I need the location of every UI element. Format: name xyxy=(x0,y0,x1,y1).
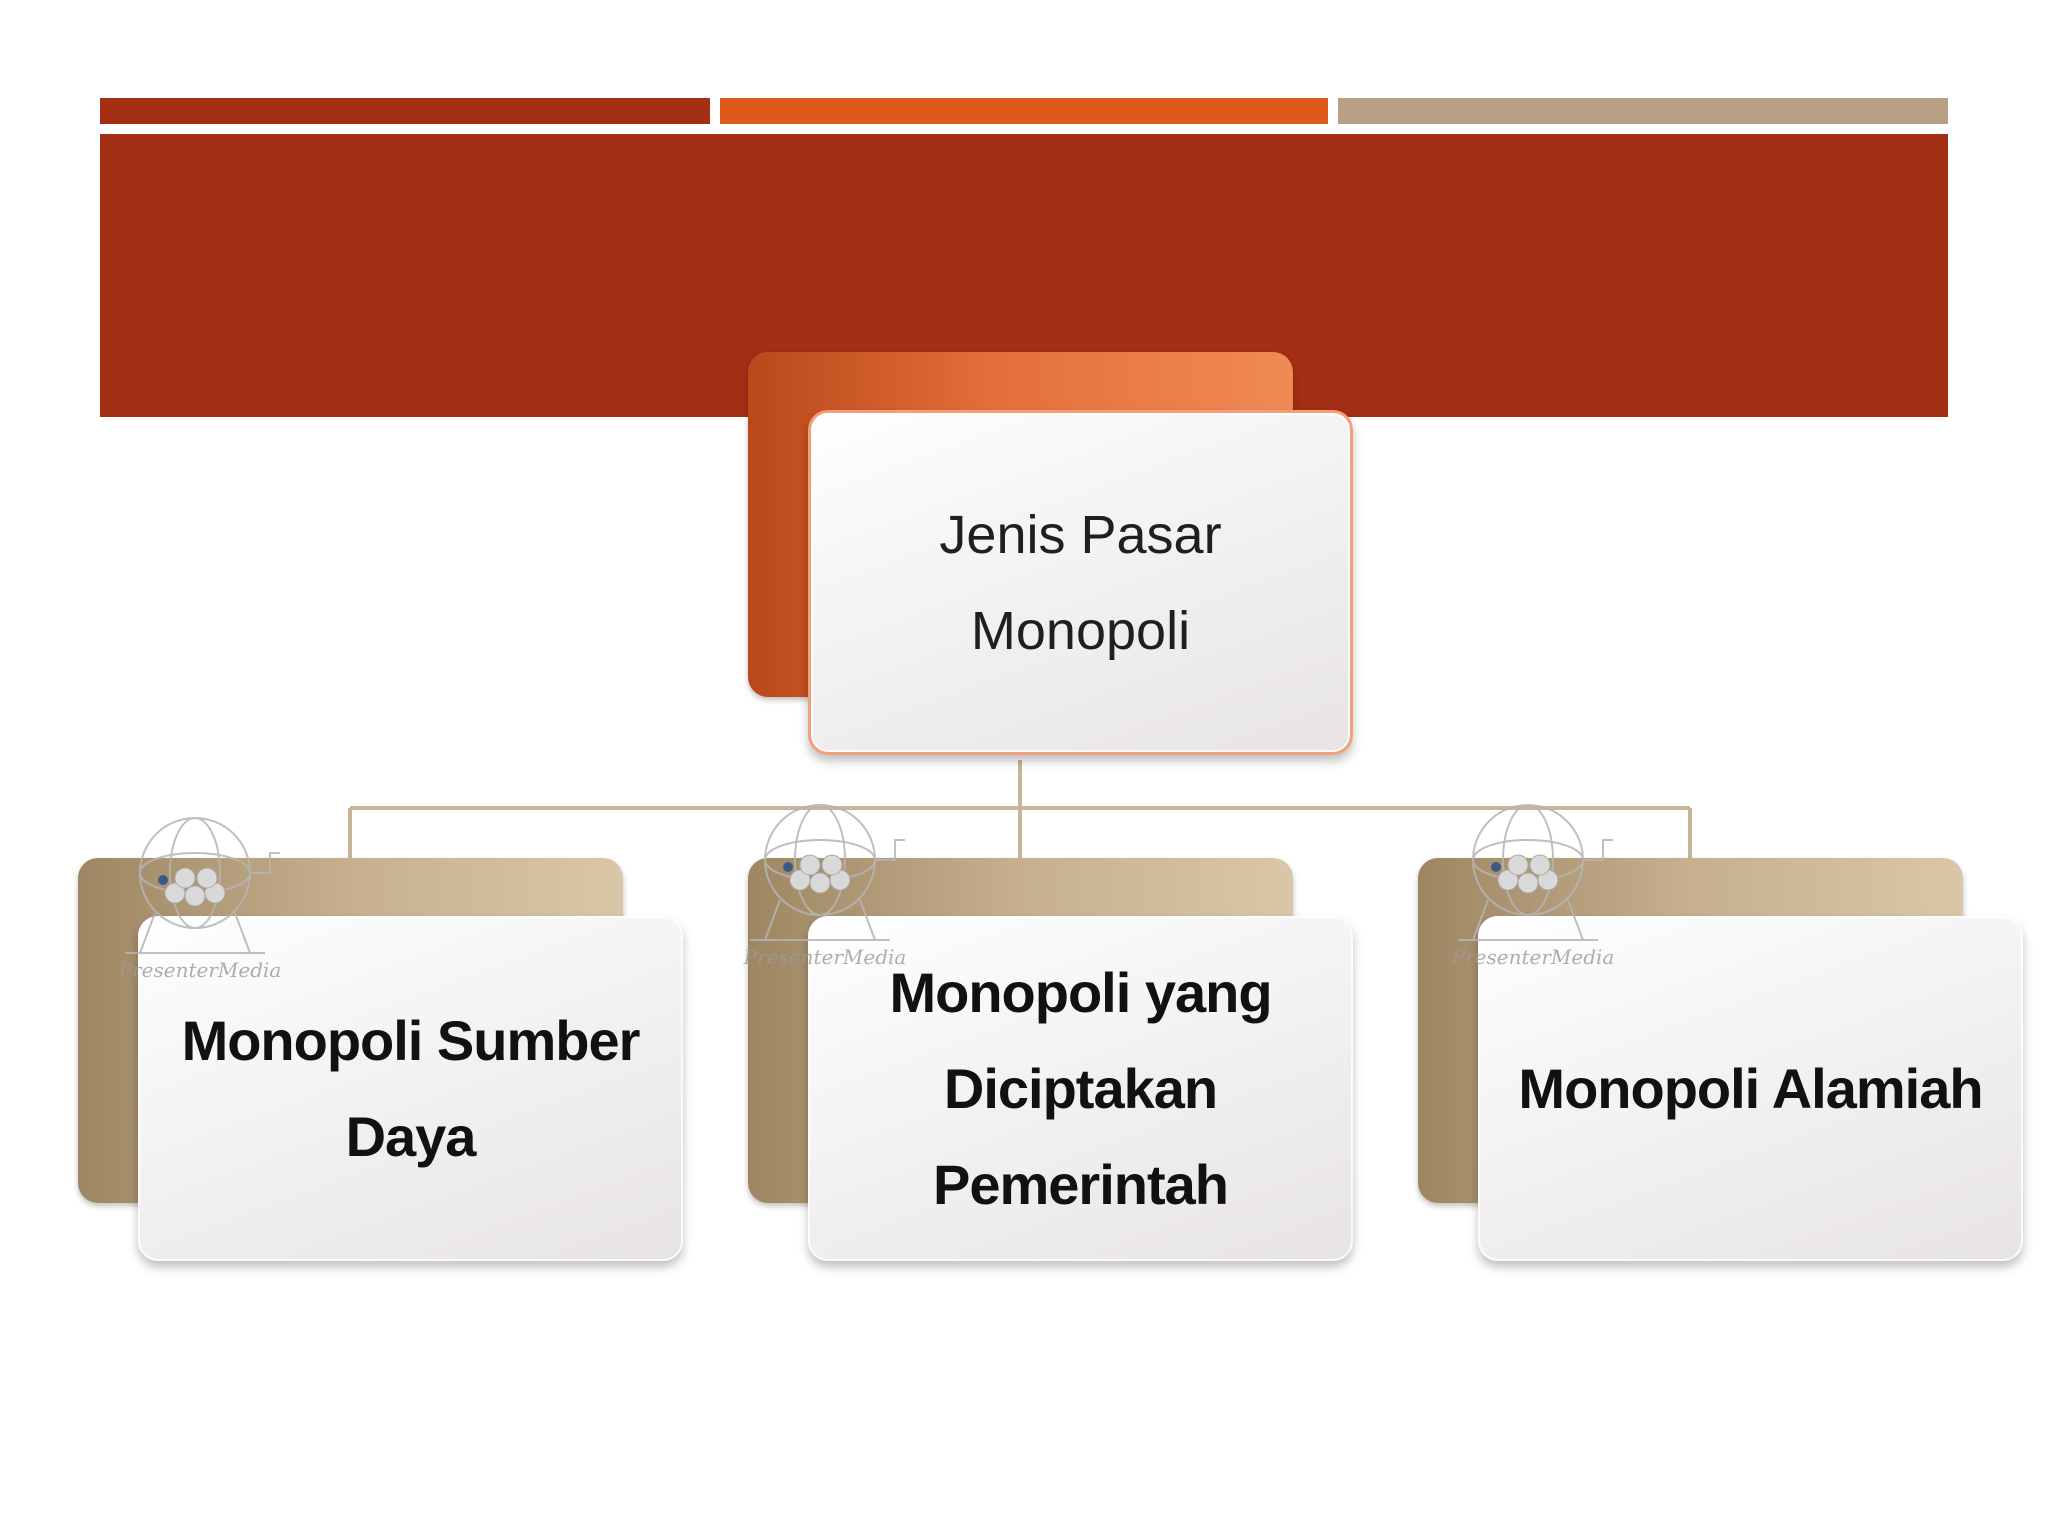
watermark-text: PresenterMedia xyxy=(743,945,907,969)
child-label-line: Pemerintah xyxy=(933,1152,1229,1216)
child-label-line: Daya xyxy=(345,1104,477,1168)
root-label-line: Monopoli xyxy=(970,600,1191,661)
watermark-bingo-cage-icon: PresenterMedia xyxy=(1448,795,1618,970)
child-label-line: Monopoli Alamiah xyxy=(1518,1056,1983,1120)
header-stripe-red xyxy=(100,98,710,124)
header-stripe-tan xyxy=(1338,98,1948,124)
child-node-card: Monopoli yang Diciptakan Pemerintah xyxy=(808,916,1353,1261)
watermark-bingo-cage-icon: PresenterMedia xyxy=(740,795,910,970)
root-label-line: Jenis Pasar xyxy=(939,504,1222,565)
child-node-card: Monopoli Alamiah xyxy=(1478,916,2023,1261)
child-label-line: Monopoli yang xyxy=(889,960,1272,1024)
root-node-label: Jenis Pasar Monopoli xyxy=(861,487,1301,679)
child-node-label: Monopoli Sumber Daya xyxy=(161,993,661,1185)
header-stripe-orange xyxy=(720,98,1328,124)
child-node-label: Monopoli yang Diciptakan Pemerintah xyxy=(831,945,1331,1233)
child-node-label: Monopoli Alamiah xyxy=(1501,1041,2001,1137)
watermark-bingo-cage-icon: PresenterMedia xyxy=(115,808,285,983)
child-label-line: Monopoli Sumber xyxy=(181,1008,641,1072)
child-node-card: Monopoli Sumber Daya xyxy=(138,916,683,1261)
root-node-card: Jenis Pasar Monopoli xyxy=(808,410,1353,755)
child-label-line: Diciptakan xyxy=(943,1056,1218,1120)
watermark-text: PresenterMedia xyxy=(1451,945,1615,969)
watermark-text: PresenterMedia xyxy=(118,958,282,982)
